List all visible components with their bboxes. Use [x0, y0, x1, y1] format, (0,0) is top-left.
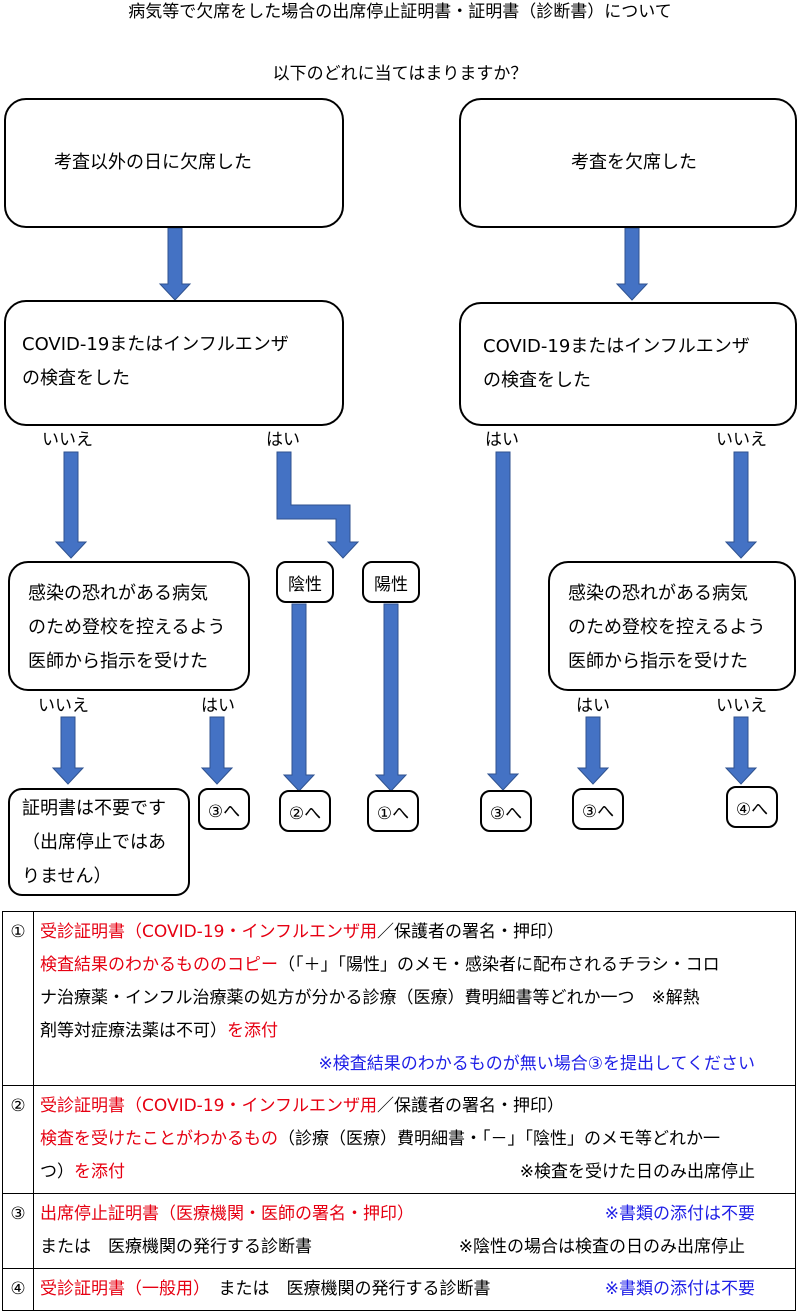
arrow-left-start [158, 227, 192, 301]
note-3-number: ③ [2, 1193, 34, 1269]
arrow-right-doctor-no [724, 716, 758, 785]
note-2-line1-black: ／保護者の署名・押印） [376, 1096, 564, 1116]
note-row-3: ③ 出席停止証明書（医療機関・医師の署名・押印） ※書類の添付は不要 または 医療… [2, 1193, 796, 1269]
note-1-line5-blue: ※検査結果のわかるものが無い場合③を提出してください [318, 1054, 755, 1074]
note-2-line3-red: を添付 [74, 1162, 125, 1182]
note-row-1: ① 受診証明書（COVID-19・インフルエンザ用／保護者の署名・押印） 検査結… [2, 911, 796, 1086]
note-row-2: ② 受診証明書（COVID-19・インフルエンザ用／保護者の署名・押印） 検査を… [2, 1085, 796, 1194]
arrow-positive [374, 603, 408, 792]
arrow-right-doctor-yes [576, 716, 610, 785]
left-start-text: 考査以外の日に欠席した [54, 152, 252, 173]
no-certificate-box: 証明書は不要です （出席停止ではあ りません） [8, 788, 190, 896]
note-4-line1-black: または 医療機関の発行する診断書 [218, 1279, 491, 1299]
note-2-line2-red: 検査を受けたことがわかるもの [40, 1129, 278, 1149]
right-doctor-line2: のため登校を控えるよう [568, 617, 766, 638]
result-right-test-yes: ③へ [480, 790, 532, 832]
note-3-line1-red: 出席停止証明書（医療機関・医師の署名・押印） [40, 1204, 414, 1224]
note-3-line2-note: ※陰性の場合は検査の日のみ出席停止 [458, 1237, 745, 1257]
right-test-box: COVID-19またはインフルエンザ の検査をした [459, 302, 797, 426]
negative-box: 陰性 [276, 561, 334, 603]
result-left-doctor-yes: ③へ [198, 788, 250, 830]
result-right-doctor-no: ④へ [726, 786, 778, 828]
result-right-doctor-yes: ③へ [572, 788, 624, 830]
note-1-line2-black: （「＋」「陽性」のメモ・感染者に配布されるチラシ・コロ [278, 955, 720, 975]
arrow-left-doctor-no [51, 716, 85, 785]
arrow-right-yes [486, 451, 520, 791]
left-test-line2: の検査をした [22, 368, 130, 389]
note-3-content: 出席停止証明書（医療機関・医師の署名・押印） ※書類の添付は不要 または 医療機関… [33, 1193, 796, 1269]
question: 以下のどれに当てはまりますか？ [272, 64, 528, 84]
note-1-line4-red: を添付 [227, 1021, 278, 1041]
no-certificate-line2: （出席停止ではあ [22, 832, 166, 853]
note-3-line2-black: または 医療機関の発行する診断書 [40, 1237, 312, 1257]
notes-table: ① 受診証明書（COVID-19・インフルエンザ用／保護者の署名・押印） 検査結… [2, 911, 796, 1311]
arrow-left-no [54, 451, 88, 559]
arrow-left-yes [276, 451, 360, 559]
left-doctor-no-label: いいえ [38, 696, 89, 716]
note-1-line3: ナ治療薬・インフル治療薬の処方が分かる診療（医療）費明細書等どれか一つ ※解熱 [40, 988, 700, 1008]
page-title: 病気等で欠席をした場合の出席停止証明書・証明書（診断書）について [128, 2, 672, 22]
flow-arrows [51, 227, 758, 792]
note-2-line2-black: （診療（医療）費明細書・「－」「陰性」のメモ等どれか一 [278, 1129, 720, 1149]
arrow-right-no [724, 451, 758, 559]
note-2-line3-black: つ） [40, 1162, 74, 1182]
positive-box: 陽性 [362, 561, 420, 603]
arrow-negative [282, 603, 316, 792]
right-start-text: 考査を欠席した [571, 152, 697, 173]
right-no-label: いいえ [716, 430, 767, 450]
left-doctor-line2: のため登校を控えるよう [28, 617, 226, 638]
left-test-line1: COVID-19またはインフルエンザ [22, 334, 289, 355]
left-doctor-line1: 感染の恐れがある病気 [28, 583, 208, 604]
note-row-4: ④ 受診証明書（一般用） または 医療機関の発行する診断書 ※書類の添付は不要 [2, 1268, 796, 1311]
note-1-line4-black: 剤等対症療法薬は不可） [40, 1021, 227, 1041]
note-2-number: ② [2, 1085, 34, 1194]
left-doctor-box: 感染の恐れがある病気 のため登校を控えるよう 医師から指示を受けた [8, 561, 250, 691]
note-4-number: ④ [2, 1268, 34, 1311]
note-2-content: 受診証明書（COVID-19・インフルエンザ用／保護者の署名・押印） 検査を受け… [33, 1085, 796, 1194]
right-doctor-no-label: いいえ [716, 696, 767, 716]
right-test-line1: COVID-19またはインフルエンザ [483, 336, 750, 357]
right-start-box: 考査を欠席した [459, 98, 797, 228]
note-4-content: 受診証明書（一般用） または 医療機関の発行する診断書 ※書類の添付は不要 [33, 1268, 796, 1311]
result-negative: ②へ [279, 790, 331, 832]
right-yes-label: はい [485, 430, 519, 450]
note-4-line1-red: 受診証明書（一般用） [40, 1279, 202, 1299]
note-1-number: ① [2, 911, 34, 1086]
note-1-content: 受診証明書（COVID-19・インフルエンザ用／保護者の署名・押印） 検査結果の… [33, 911, 796, 1086]
right-doctor-line1: 感染の恐れがある病気 [568, 583, 748, 604]
right-test-line2: の検査をした [483, 370, 591, 391]
right-doctor-box: 感染の恐れがある病気 のため登校を控えるよう 医師から指示を受けた [548, 561, 796, 691]
note-1-line1-black: ／保護者の署名・押印） [376, 922, 564, 942]
note-1-line2-red: 検査結果のわかるもののコピー [40, 955, 278, 975]
no-certificate-line3: りません） [22, 866, 112, 887]
note-2-line1-red: 受診証明書（COVID-19・インフルエンザ用 [40, 1096, 377, 1116]
right-doctor-yes-label: はい [576, 696, 610, 716]
arrow-right-start [615, 227, 649, 301]
no-certificate-line1: 証明書は不要です [22, 798, 166, 819]
left-doctor-yes-label: はい [201, 696, 235, 716]
right-doctor-line3: 医師から指示を受けた [568, 651, 748, 672]
note-3-line1-blue: ※書類の添付は不要 [604, 1204, 755, 1224]
result-positive: ①へ [367, 790, 419, 832]
note-2-line3-note: ※検査を受けた日のみ出席停止 [519, 1162, 755, 1182]
note-1-line1-red: 受診証明書（COVID-19・インフルエンザ用 [40, 922, 377, 942]
arrow-left-doctor-yes [200, 716, 234, 785]
left-no-label: いいえ [42, 430, 93, 450]
left-start-box: 考査以外の日に欠席した [4, 98, 344, 228]
left-doctor-line3: 医師から指示を受けた [28, 651, 208, 672]
left-yes-label: はい [266, 430, 300, 450]
left-test-box: COVID-19またはインフルエンザ の検査をした [4, 300, 344, 426]
note-4-line1-blue: ※書類の添付は不要 [604, 1279, 755, 1299]
